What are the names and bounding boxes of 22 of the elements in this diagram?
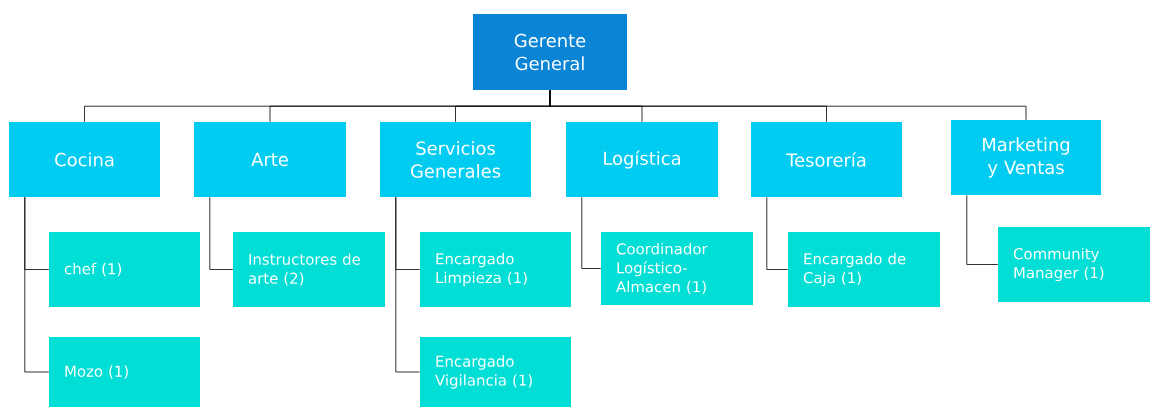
connector-line	[549, 89, 1027, 121]
connector-line	[581, 196, 602, 269]
connector-line	[209, 196, 234, 270]
department-box: Servicios Generales	[380, 122, 531, 197]
department-box: Cocina	[9, 122, 160, 197]
connector-line	[395, 196, 421, 373]
connector-line	[966, 194, 999, 265]
role-box: Encargado Limpieza (1)	[420, 232, 571, 307]
department-box: Marketing y Ventas	[951, 120, 1101, 195]
role-box: Mozo (1)	[49, 337, 200, 407]
role-box: Encargado Vigilancia (1)	[420, 337, 571, 407]
connector-line	[766, 196, 789, 270]
role-box: Coordinador Logístico-Almacen (1)	[601, 232, 753, 305]
department-box: Logística	[566, 122, 718, 197]
role-box: Encargado de Caja (1)	[788, 232, 940, 307]
role-box: Community Manager (1)	[998, 227, 1150, 302]
connector-line	[24, 196, 50, 373]
manager-box: Gerente General	[473, 14, 627, 90]
department-box: Tesorería	[751, 122, 902, 197]
role-box: chef (1)	[49, 232, 200, 307]
role-box: Instructores de arte (2)	[233, 232, 385, 307]
department-box: Arte	[194, 122, 346, 197]
